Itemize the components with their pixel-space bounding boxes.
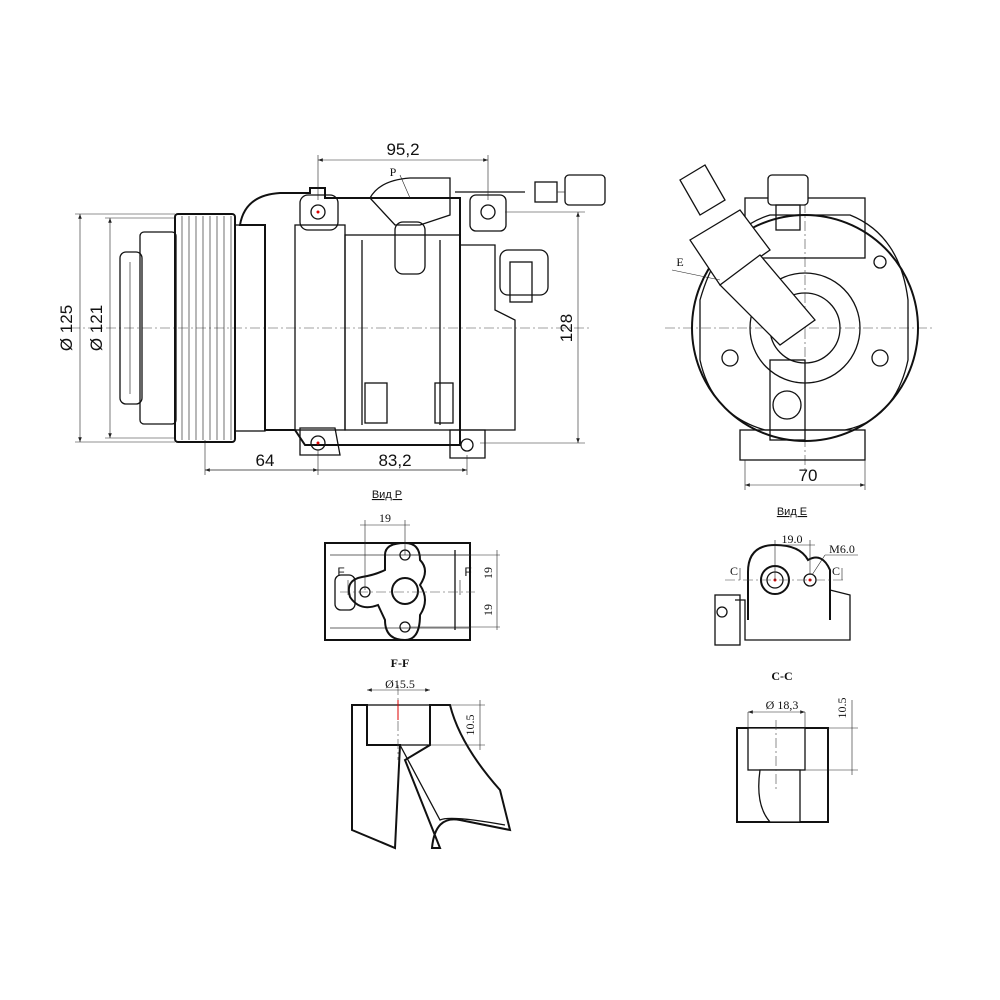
dim-height-label: 128: [557, 314, 576, 342]
view-p: Вид P 19 F F 19 19: [324, 489, 500, 642]
section-ff-diameter: Ø15.5: [385, 677, 415, 691]
dim-width-label: 70: [799, 466, 818, 485]
section-cc: C-C Ø 18,3 10.5: [736, 669, 858, 823]
dim-d121-label: Ø 121: [87, 305, 106, 351]
view-e: Вид E 19.0 M6.0 C C: [714, 506, 858, 646]
section-ff-depth: 10.5: [463, 715, 477, 736]
view-e-dim-horizontal: 19.0: [782, 532, 803, 546]
view-p-dim-vertical-bottom: 19: [481, 604, 495, 616]
view-p-dim-horizontal: 19: [379, 511, 391, 525]
section-cc-title: C-C: [771, 669, 792, 683]
view-p-dim-vertical-top: 19: [481, 567, 495, 579]
dim-bottom-right-label: 83,2: [378, 451, 411, 470]
view-p-section-left: F: [337, 565, 344, 579]
dim-bottom-left-label: 64: [256, 451, 275, 470]
view-e-section-left: C: [730, 564, 738, 578]
view-p-title: Вид P: [372, 489, 402, 501]
front-view: E 70: [665, 164, 935, 490]
section-ff: F-F Ø15.5 10.5: [351, 656, 512, 850]
side-view: 95,2 P Ø 125 Ø 121 128 64 83,2: [57, 140, 606, 475]
compressor-body: [238, 174, 606, 459]
clutch-plate: [119, 231, 177, 425]
section-cc-diameter: Ø 18,3: [766, 698, 799, 712]
dim-top-label: 95,2: [386, 140, 419, 159]
dim-d125-label: Ø 125: [57, 305, 76, 351]
view-e-thread-label: M6.0: [829, 542, 855, 556]
view-p-marker: P: [390, 165, 397, 179]
section-cc-depth: 10.5: [835, 698, 849, 719]
view-e-marker: E: [676, 255, 683, 269]
view-e-title: Вид E: [777, 506, 807, 518]
section-ff-title: F-F: [391, 656, 410, 670]
view-p-section-right: F: [464, 565, 471, 579]
view-e-section-right: C: [832, 564, 840, 578]
side-dimensions: [75, 155, 585, 475]
